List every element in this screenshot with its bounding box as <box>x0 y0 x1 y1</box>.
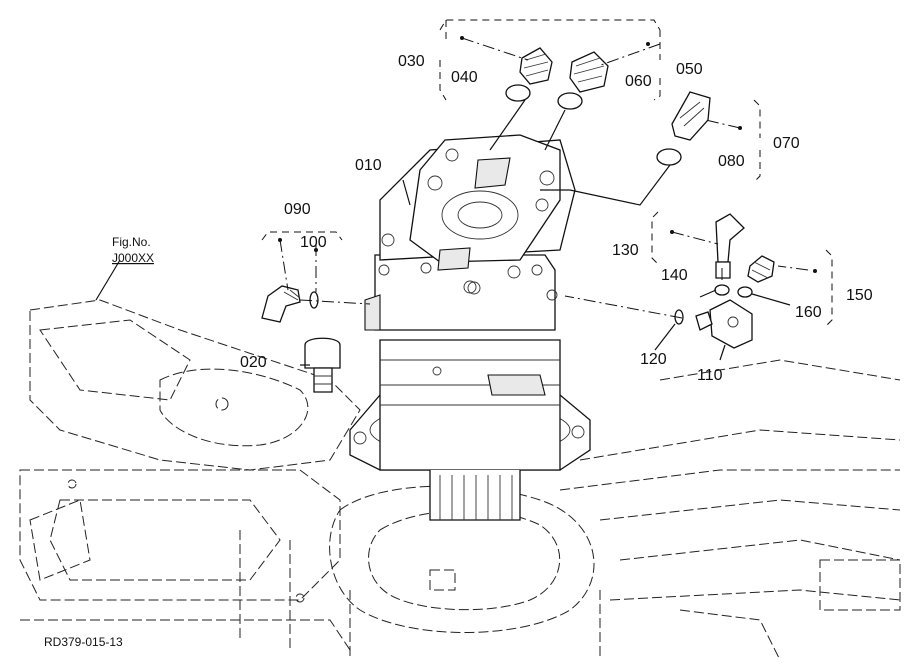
figure-label: Fig.No. <box>112 235 151 249</box>
o-ring-100 <box>309 291 319 309</box>
callout-150: 150 <box>846 287 873 304</box>
callout-130: 130 <box>612 242 639 259</box>
plug-020 <box>304 337 341 393</box>
figure-code: J000XX <box>112 251 154 265</box>
callout-020: 020 <box>240 354 267 371</box>
elbow-fitting-090 <box>261 285 301 323</box>
fitting-050 <box>569 51 609 93</box>
fitting-150 <box>747 255 775 283</box>
callout-070: 070 <box>773 135 800 152</box>
o-ring-080 <box>656 148 682 166</box>
callout-120: 120 <box>640 351 667 368</box>
callout-100: 100 <box>300 234 327 251</box>
callout-160: 160 <box>795 304 822 321</box>
o-ring-140 <box>714 284 730 296</box>
callout-060: 060 <box>625 73 652 90</box>
fitting-130 <box>715 213 745 279</box>
fitting-070 <box>671 91 711 141</box>
o-ring-160 <box>737 286 753 298</box>
callout-050: 050 <box>676 61 703 78</box>
o-ring-040 <box>505 84 531 102</box>
callout-030: 030 <box>398 53 425 70</box>
swivel-motor-assembly <box>349 134 591 521</box>
o-ring-060 <box>557 92 583 110</box>
callout-110: 110 <box>697 367 723 384</box>
callout-010: 010 <box>355 157 382 174</box>
callout-080: 080 <box>718 153 745 170</box>
callout-040: 040 <box>451 69 478 86</box>
callout-090: 090 <box>284 201 311 218</box>
callout-140: 140 <box>661 267 688 284</box>
fitting-030 <box>519 47 553 85</box>
dot-markers <box>278 36 817 273</box>
drawing-number: RD379-015-13 <box>44 635 123 649</box>
block-110 <box>695 299 753 349</box>
